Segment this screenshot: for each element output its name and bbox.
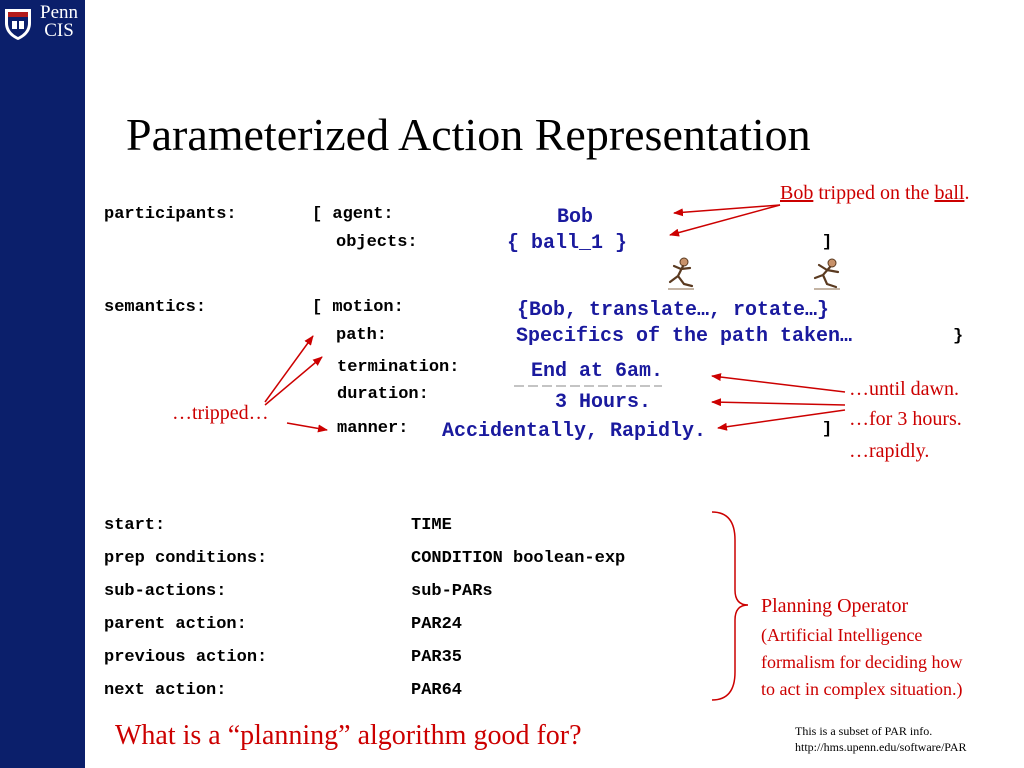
- path-value: Specifics of the path taken…: [516, 325, 853, 348]
- arrow-tripped-to-motion: [264, 335, 314, 403]
- semantics-close-bracket: ]: [822, 420, 833, 439]
- for-3-hours-annotation: …for 3 hours.: [849, 408, 962, 430]
- manner-label: manner:: [337, 419, 409, 438]
- objects-value: { ball_1 }: [507, 232, 628, 255]
- annotation-mid: tripped on the: [813, 182, 935, 204]
- penn-shield-icon: [5, 9, 31, 40]
- objects-label: objects:: [336, 233, 418, 252]
- manner-value: Accidentally, Rapidly.: [442, 420, 707, 443]
- planning-operator-line-2: formalism for deciding how: [761, 652, 963, 672]
- planning-operator-title: Planning Operator: [761, 595, 909, 617]
- footer-url[interactable]: http://hms.upenn.edu/software/PAR: [795, 740, 967, 754]
- annotation-period: .: [964, 182, 970, 204]
- logo-line-penn: Penn: [40, 2, 78, 23]
- arrow-hours-to-duration: [711, 398, 846, 407]
- logo-text: Penn CIS: [34, 2, 84, 41]
- bob-tripped-annotation: Bob tripped on the ball.: [780, 182, 969, 205]
- path-close-brace: }: [953, 327, 964, 346]
- semantics-label: semantics:: [104, 298, 207, 317]
- penn-cis-logo: Penn CIS: [0, 0, 85, 48]
- participants-label: participants:: [104, 205, 237, 224]
- field-value-start: TIME: [411, 516, 452, 535]
- planning-operator-line-1: (Artificial Intelligence: [761, 625, 923, 645]
- field-value-sub-actions: sub-PARs: [411, 582, 493, 601]
- field-label-start: start:: [104, 516, 166, 535]
- arrow-bob-to-agent: [673, 204, 781, 217]
- field-label-sub-actions: sub-actions:: [104, 582, 227, 601]
- until-dawn-annotation: …until dawn.: [849, 378, 959, 400]
- path-label: path:: [336, 326, 388, 345]
- tripped-annotation: …tripped…: [172, 402, 269, 424]
- planning-operator-line-3: to act in complex situation.): [761, 679, 963, 699]
- annotation-ball: ball: [934, 182, 965, 204]
- participants-close-bracket: ]: [822, 233, 833, 252]
- planning-question: What is a “planning” algorithm good for?: [115, 720, 582, 751]
- arrow-dawn-to-termination: [711, 373, 846, 393]
- field-value-parent-action: PAR24: [411, 615, 463, 634]
- agent-label: [ agent:: [312, 205, 394, 224]
- field-label-prep-conditions: prep conditions:: [104, 549, 268, 568]
- field-value-next-action: PAR64: [411, 681, 463, 700]
- annotation-bob: Bob: [780, 182, 814, 204]
- field-label-parent-action: parent action:: [104, 615, 247, 634]
- rapidly-annotation: …rapidly.: [849, 440, 930, 462]
- logo-line-cis: CIS: [44, 20, 74, 41]
- running-figure-icon: [668, 257, 694, 290]
- termination-value: End at 6am.: [531, 360, 664, 383]
- left-sidebar: [0, 0, 85, 768]
- duration-value: 3 Hours.: [555, 391, 652, 414]
- field-value-previous-action: PAR35: [411, 648, 463, 667]
- field-label-previous-action: previous action:: [104, 648, 268, 667]
- agent-value: Bob: [557, 206, 594, 229]
- termination-label: termination:: [337, 358, 460, 377]
- field-value-prep-conditions: CONDITION boolean-exp: [411, 549, 626, 568]
- motion-label: [ motion:: [312, 298, 404, 317]
- slide-title: Parameterized Action Representation: [126, 109, 811, 160]
- duration-label: duration:: [337, 385, 429, 404]
- field-label-next-action: next action:: [104, 681, 227, 700]
- arrow-tripped-to-manner: [286, 422, 328, 433]
- arrow-tripped-to-path: [264, 356, 323, 406]
- arrow-ball-to-objects: [669, 204, 781, 237]
- footer-note: This is a subset of PAR info.: [795, 724, 933, 738]
- planning-brace: [711, 511, 749, 701]
- motion-value: {Bob, translate…, rotate…}: [517, 299, 830, 322]
- arrow-rapidly-to-manner: [717, 409, 846, 431]
- tripping-figure-icon: [813, 258, 840, 290]
